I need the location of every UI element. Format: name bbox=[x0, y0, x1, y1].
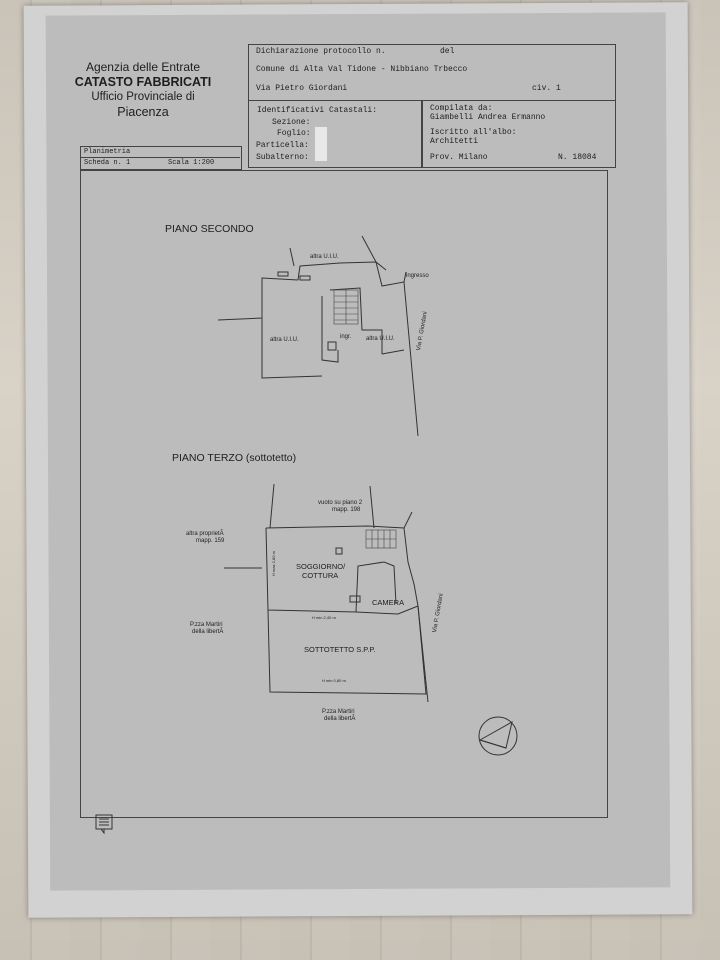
comune-text: Comune di Alta Val Tidone - Nibbiano Trb… bbox=[256, 65, 468, 74]
compiler-box bbox=[422, 100, 616, 168]
address-text: Via Pietro Giordani bbox=[256, 84, 348, 93]
drawing-frame bbox=[80, 170, 608, 818]
identifiers-title: Identificativi Catastali: bbox=[257, 106, 378, 115]
floor2-label-altra-right: altra U.I.U. bbox=[366, 336, 395, 342]
sezione-label: Sezione: bbox=[272, 118, 311, 127]
registration-number: N. 18084 bbox=[558, 153, 597, 162]
sheet-number: Scheda n. 1 bbox=[84, 159, 131, 167]
document-icon bbox=[95, 814, 113, 834]
date-label: del bbox=[440, 47, 455, 56]
floor3-label-mapp: mapp. 198 bbox=[332, 507, 361, 513]
albo-value: Architetti bbox=[430, 137, 479, 146]
floor3-height-min: H min 2,40 m bbox=[312, 615, 336, 620]
street-line-floor3 bbox=[417, 605, 429, 703]
albo-label: Iscritto all'albo: bbox=[430, 128, 517, 137]
compiler-label: Compilata da: bbox=[430, 104, 493, 113]
foglio-label: Foglio: bbox=[277, 129, 311, 138]
province-label: Prov. Milano bbox=[430, 153, 488, 162]
agency-header: Agenzia delle Entrate CATASTO FABBRICATI… bbox=[58, 60, 228, 120]
agency-name: Agenzia delle Entrate bbox=[85, 60, 201, 74]
floor2-title: PIANO SECONDO bbox=[165, 223, 254, 235]
compiler-name: Giambelli Andrea Ermanno bbox=[430, 113, 546, 122]
floor3-label-altra-prop: altra proprietÃ bbox=[186, 531, 224, 537]
particella-label: Particella: bbox=[256, 141, 309, 150]
floor3-room-camera: CAMERA bbox=[372, 598, 405, 607]
sheet-info-box bbox=[80, 146, 242, 170]
office-city: Piacenza bbox=[117, 105, 169, 119]
piazza-label-bottom-2: della libertÃ bbox=[324, 716, 356, 722]
north-arrow-icon bbox=[478, 716, 518, 756]
registry-name: CATASTO FABBRICATI bbox=[74, 75, 212, 89]
floor2-label-ingr: ingr. bbox=[340, 334, 352, 340]
subalterno-label: Subalterno: bbox=[256, 153, 309, 162]
floor3-room-soggiorno: SOGGIORNO/ bbox=[296, 562, 346, 571]
piazza-label-left-2: della libertÃ bbox=[192, 629, 224, 635]
floor2-label-altra-left: altra U.I.U. bbox=[270, 337, 299, 343]
floor2-outline-left bbox=[217, 277, 299, 321]
floor3-room-sottotetto: SOTTOTETTO S.P.P. bbox=[304, 645, 376, 654]
sheet-type: Planimetria bbox=[84, 148, 131, 156]
floor2-label-ingresso: ingresso bbox=[406, 273, 429, 279]
sheet-scale: Scala 1:200 bbox=[168, 159, 215, 167]
piazza-label-left-1: P.zza Martiri bbox=[190, 622, 223, 628]
floor3-label-vuoto: vuoto su piano 2 bbox=[318, 500, 363, 506]
floor2-label-altra-top: altra U.I.U. bbox=[310, 254, 339, 260]
floor2-outline-top bbox=[297, 261, 387, 281]
floor3-label-altra-mapp: mapp. 159 bbox=[196, 538, 225, 544]
office-name: Ufficio Provinciale di bbox=[91, 91, 195, 103]
civic-number: civ. 1 bbox=[532, 84, 561, 93]
floor3-title: PIANO TERZO (sottotetto) bbox=[172, 452, 297, 464]
floor3-height-max: H max 2,80 m bbox=[271, 551, 276, 576]
floor3-room-cottura: COTTURA bbox=[302, 571, 339, 580]
identifiers-box bbox=[248, 100, 422, 168]
street-line-floor2 bbox=[403, 281, 419, 437]
floor3-height-min2: H min 0,80 m bbox=[322, 678, 346, 683]
protocol-label: Dichiarazione protocollo n. bbox=[256, 47, 386, 56]
piazza-label-bottom-1: P.zza Martiri bbox=[322, 709, 355, 715]
divider bbox=[80, 157, 240, 158]
redacted-values bbox=[315, 127, 327, 161]
